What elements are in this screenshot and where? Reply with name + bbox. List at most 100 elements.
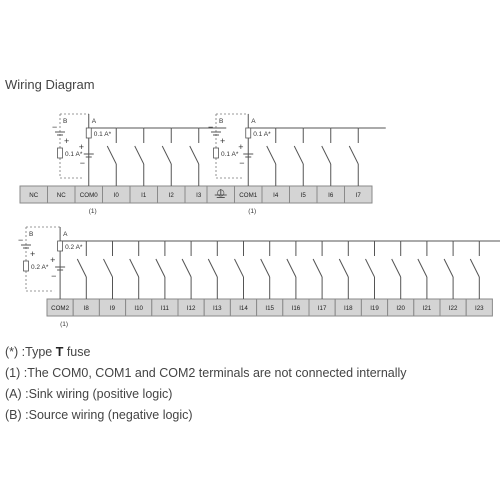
battery-plus: + (220, 136, 225, 146)
battery-plus: + (50, 255, 55, 265)
input-switch (106, 127, 144, 186)
terminal-label: COM0 (80, 192, 98, 199)
terminal-label: I18 (344, 305, 353, 312)
battery-minus: − (18, 235, 23, 245)
terminal-label: NC (57, 192, 66, 199)
com-note: (1) (60, 321, 68, 328)
battery-plus: + (30, 249, 35, 259)
ground-icon (214, 189, 227, 198)
fuse-icon (57, 147, 63, 159)
input-switch (161, 127, 199, 186)
terminal-label: COM2 (51, 305, 69, 312)
battery-icon (55, 266, 66, 271)
terminal-label: I20 (396, 305, 405, 312)
legend-fuse-type: T (55, 345, 64, 359)
input-switch (391, 240, 427, 299)
terminal-label: I1 (141, 192, 147, 199)
legend-note-a: (A) :Sink wiring (positive logic) (5, 387, 173, 401)
terminal-label: I0 (114, 192, 120, 199)
input-switch (338, 240, 375, 299)
terminal-label: I9 (110, 305, 116, 312)
legend-note-1: (1) :The COM0, COM1 and COM2 terminals a… (5, 366, 407, 380)
fuse-icon (245, 127, 252, 139)
battery-icon (83, 153, 94, 158)
terminal-label: I19 (370, 305, 379, 312)
fuse-label-sink: 0.1 A* (253, 131, 271, 138)
fuse-label-sink: 0.1 A* (94, 131, 112, 138)
input-switch (234, 240, 270, 299)
input-switch (266, 127, 304, 186)
battery-plus: + (238, 142, 243, 152)
battery-minus: − (51, 271, 56, 281)
fuse-label-source: 0.1 A* (65, 151, 83, 158)
input-switch (129, 240, 165, 299)
terminal-label: I2 (169, 192, 175, 199)
terminal-label: I8 (84, 305, 90, 312)
battery-plus: + (79, 142, 84, 152)
diagram-title: Wiring Diagram (5, 77, 95, 92)
input-switch (417, 240, 454, 299)
input-switch (365, 240, 401, 299)
input-switch (134, 127, 172, 186)
input-switch (348, 127, 386, 186)
terminal-label: I7 (356, 192, 362, 199)
terminal-label: I5 (301, 192, 307, 199)
fuse-icon (213, 147, 219, 159)
terminal-label: I13 (213, 305, 222, 312)
legend-fuse-suffix: fuse (63, 345, 91, 359)
terminal-label: I10 (134, 305, 143, 312)
source-label: B (29, 231, 33, 238)
battery-icon (55, 131, 65, 136)
terminal-label: COM1 (239, 192, 257, 199)
input-switch (312, 240, 349, 299)
fuse-label-source: 0.2 A* (31, 264, 49, 271)
terminal-label: I21 (423, 305, 432, 312)
input-switch (181, 240, 218, 299)
battery-icon (21, 244, 31, 249)
fuse-icon (85, 127, 92, 139)
com-note: (1) (248, 208, 256, 215)
source-label: B (63, 118, 67, 125)
terminal-label: I11 (161, 305, 170, 312)
input-switch (103, 240, 139, 299)
battery-minus: − (208, 122, 213, 132)
terminal-label: I15 (265, 305, 274, 312)
input-switch (469, 240, 500, 299)
source-label: B (219, 118, 223, 125)
terminal-label: I17 (318, 305, 327, 312)
legend-fuse-prefix: (*) :Type (5, 345, 56, 359)
battery-icon (243, 153, 254, 158)
battery-minus: − (239, 158, 244, 168)
input-switch (189, 127, 227, 186)
com-note: (1) (89, 208, 97, 215)
fuse-label-sink: 0.2 A* (65, 244, 83, 251)
terminal-label: I12 (187, 305, 196, 312)
input-switch (155, 240, 192, 299)
input-switch (286, 240, 323, 299)
fuse-icon (23, 260, 29, 272)
input-switch (260, 240, 296, 299)
fuse-icon (57, 240, 63, 252)
legend-fuse: (*) :Type T fuse (5, 345, 90, 359)
terminal-label: I6 (328, 192, 334, 199)
input-switch (293, 127, 331, 186)
sink-label: A (92, 118, 97, 125)
terminal-label: NC (29, 192, 38, 199)
legend-note-b: (B) :Source wiring (negative logic) (5, 408, 193, 422)
input-switch (443, 240, 480, 299)
input-switch (207, 240, 244, 299)
fuse-label-source: 0.1 A* (221, 151, 239, 158)
sink-label: A (251, 118, 256, 125)
terminal-label: I22 (449, 305, 458, 312)
battery-minus: − (80, 158, 85, 168)
sink-label: A (63, 231, 68, 238)
terminal-label: I4 (273, 192, 279, 199)
battery-plus: + (64, 136, 69, 146)
battery-icon (211, 131, 221, 136)
terminal-label: I3 (196, 192, 202, 199)
input-switch (321, 127, 359, 186)
battery-minus: − (52, 122, 57, 132)
